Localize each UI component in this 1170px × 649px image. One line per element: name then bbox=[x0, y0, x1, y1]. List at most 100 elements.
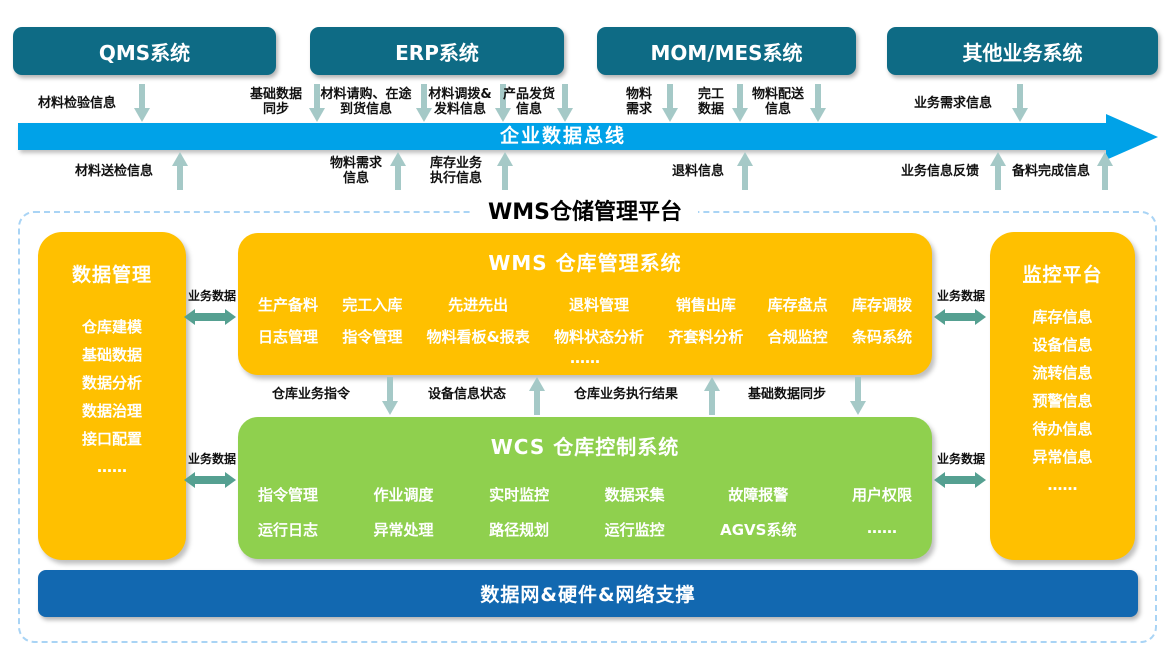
arrow-head bbox=[172, 152, 188, 166]
arrow-head bbox=[737, 152, 753, 166]
down-arrow-icon bbox=[416, 84, 432, 122]
feature-item: 路径规划 bbox=[489, 521, 550, 539]
bus-output-label: 库存业务 执行信息 bbox=[429, 156, 482, 186]
feature-item: 运行监控 bbox=[604, 521, 665, 539]
mid-link-label: 仓库业务指令 bbox=[271, 387, 350, 402]
wcs-system-box: WCS 仓库控制系统 指令管理 作业调度 实时监控 数据采集 故障报警 用户权限… bbox=[238, 417, 932, 559]
arrow-stem bbox=[500, 84, 506, 108]
double-arrow-icon bbox=[934, 309, 986, 325]
feature-item: 异常处理 bbox=[373, 521, 434, 539]
arrow-stem bbox=[139, 84, 145, 108]
arrow-stem bbox=[709, 391, 715, 415]
arrow-head bbox=[134, 108, 150, 122]
arrow-stem bbox=[387, 377, 393, 401]
list-item: 异常信息 bbox=[1032, 448, 1093, 466]
list-item: 待办信息 bbox=[1032, 420, 1093, 438]
arrow-stem bbox=[562, 84, 568, 108]
foundation-bar: 数据网&硬件&网络支撑 bbox=[38, 570, 1138, 617]
list-item: 流转信息 bbox=[1032, 364, 1093, 382]
up-arrow-icon bbox=[390, 152, 406, 190]
arrow-head bbox=[497, 152, 513, 166]
up-arrow-icon bbox=[497, 152, 513, 190]
data-management-title: 数据管理 bbox=[71, 264, 152, 286]
arrow-head bbox=[732, 108, 748, 122]
down-arrow-icon bbox=[134, 84, 150, 122]
feature-item: 故障报警 bbox=[728, 486, 789, 504]
mid-link-label: 基础数据同步 bbox=[747, 387, 826, 402]
up-arrow-icon bbox=[529, 377, 545, 415]
arrow-head bbox=[416, 108, 432, 122]
arrow-head bbox=[225, 472, 236, 488]
feature-item: 先进先出 bbox=[448, 296, 509, 314]
bus-input-label: 业务需求信息 bbox=[913, 96, 992, 111]
feature-item: 运行日志 bbox=[258, 521, 319, 539]
down-arrow-icon bbox=[309, 84, 325, 122]
system-box-label: ERP系统 bbox=[395, 40, 479, 65]
down-arrow-icon bbox=[382, 377, 398, 415]
up-arrow-icon bbox=[172, 152, 188, 190]
bus-label: 企业数据总线 bbox=[499, 125, 626, 147]
arrow-head bbox=[975, 309, 986, 325]
feature-item: 指令管理 bbox=[258, 486, 319, 504]
arrow-stem bbox=[421, 84, 427, 108]
arrow-head bbox=[382, 401, 398, 415]
feature-item: 物料看板&报表 bbox=[426, 328, 530, 346]
feature-item: 库存调拨 bbox=[851, 296, 912, 314]
bus-arrow-head-icon bbox=[1106, 114, 1158, 160]
arrow-stem bbox=[193, 313, 227, 321]
feature-item: 完工入库 bbox=[342, 296, 403, 314]
bus-output-label: 业务信息反馈 bbox=[900, 164, 979, 179]
monitor-platform-box: 监控平台 库存信息 设备信息 流转信息 预警信息 待办信息 异常信息 …… bbox=[990, 232, 1135, 560]
arrow-stem bbox=[177, 166, 183, 190]
list-item: …… bbox=[1047, 476, 1078, 494]
arrow-stem bbox=[943, 313, 977, 321]
arrow-head bbox=[495, 108, 511, 122]
monitor-platform-title: 监控平台 bbox=[1022, 264, 1103, 286]
bus-input-label: 完工 数据 bbox=[697, 87, 724, 117]
more-dots: …… bbox=[570, 349, 600, 367]
arrow-stem bbox=[395, 166, 401, 190]
side-link-label: 业务数据 bbox=[187, 452, 236, 466]
bus-input-label: 物料 需求 bbox=[625, 87, 652, 117]
arrow-stem bbox=[1017, 84, 1023, 108]
feature-item: 用户权限 bbox=[851, 486, 912, 504]
feature-item: 库存盘点 bbox=[767, 296, 828, 314]
arrow-head bbox=[934, 309, 945, 325]
arrow-stem bbox=[943, 476, 977, 484]
system-box-qms: QMS系统 bbox=[13, 27, 276, 75]
arrow-head bbox=[810, 108, 826, 122]
side-link-label: 业务数据 bbox=[936, 289, 985, 303]
list-item: 设备信息 bbox=[1032, 336, 1093, 354]
arrow-head bbox=[225, 309, 236, 325]
down-arrow-icon bbox=[810, 84, 826, 122]
arrow-head bbox=[184, 309, 195, 325]
mid-link-label: 仓库业务执行结果 bbox=[573, 387, 678, 402]
down-arrow-icon bbox=[557, 84, 573, 122]
data-management-list: 仓库建模 基础数据 数据分析 数据治理 接口配置 …… bbox=[38, 313, 186, 481]
arrow-stem bbox=[534, 391, 540, 415]
bus-output-label: 备料完成信息 bbox=[1011, 164, 1090, 179]
up-arrow-icon bbox=[737, 152, 753, 190]
feature-item: 物料状态分析 bbox=[554, 328, 645, 346]
up-arrow-icon bbox=[1097, 152, 1113, 190]
bus-input-label: 材料请购、在途 到货信息 bbox=[320, 87, 412, 117]
double-arrow-icon bbox=[184, 309, 236, 325]
arrow-stem bbox=[1102, 166, 1108, 190]
arrow-stem bbox=[502, 166, 508, 190]
arrow-head bbox=[557, 108, 573, 122]
arrow-head bbox=[850, 401, 866, 415]
down-arrow-icon bbox=[495, 84, 511, 122]
up-arrow-icon bbox=[704, 377, 720, 415]
platform-title: WMS仓储管理平台 bbox=[471, 194, 699, 226]
arrow-head bbox=[1097, 152, 1113, 166]
bus-input-label: 基础数据 同步 bbox=[249, 87, 302, 117]
list-item: 库存信息 bbox=[1032, 308, 1093, 326]
arrow-head bbox=[934, 472, 945, 488]
system-box-other: 其他业务系统 bbox=[887, 27, 1158, 75]
arrow-stem bbox=[742, 166, 748, 190]
feature-item: 生产备料 bbox=[258, 296, 319, 314]
bus-output-label: 退料信息 bbox=[671, 164, 724, 179]
enterprise-data-bus bbox=[18, 123, 1108, 150]
feature-item: 退料管理 bbox=[569, 296, 630, 314]
list-item: …… bbox=[97, 458, 127, 476]
